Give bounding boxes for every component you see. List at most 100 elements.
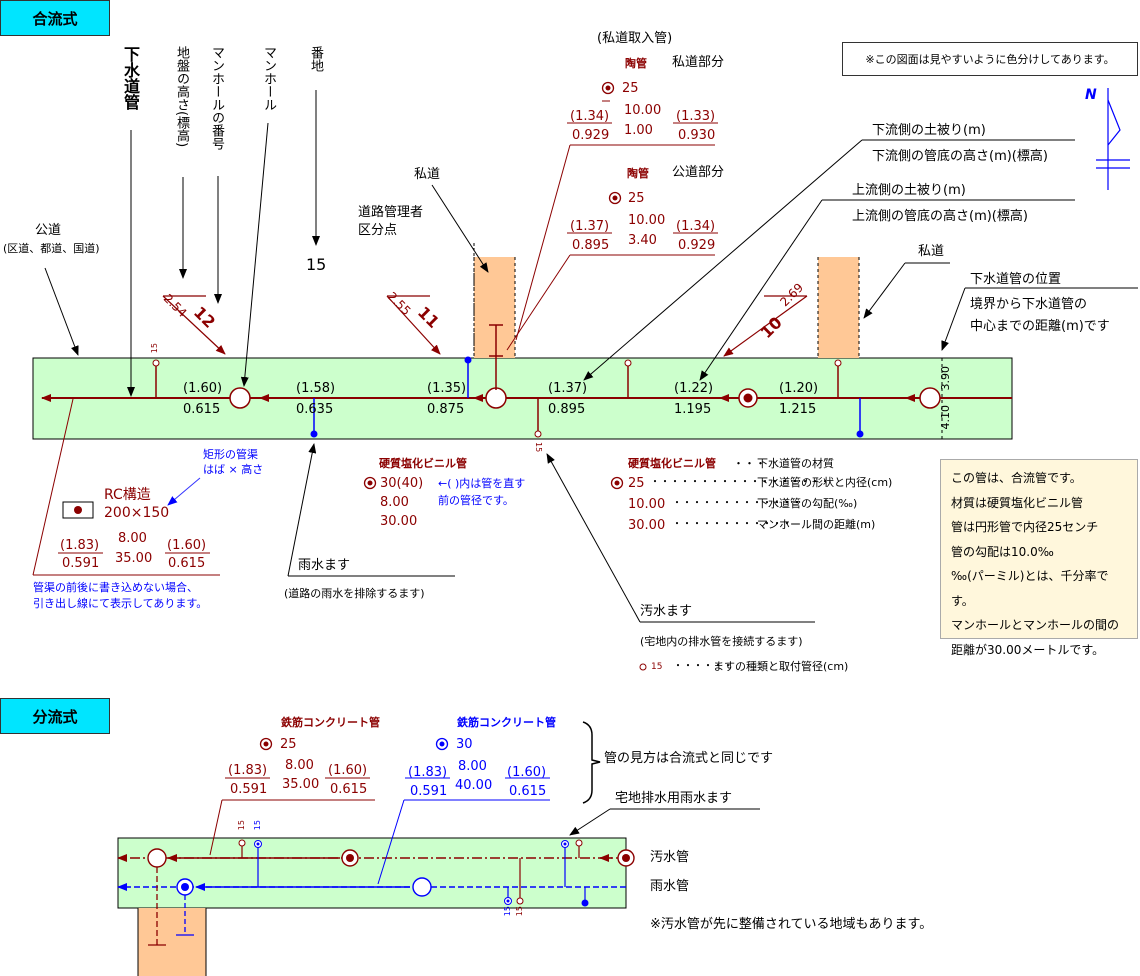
sep-sewage-left-bottom: 0.591 (230, 782, 268, 797)
legend-dots-5: ・・・・・・ (673, 661, 733, 672)
intake-public-left-top: (1.37) (570, 219, 610, 234)
public-road-label: 公道 (35, 223, 62, 238)
private-intake-title: (私道取入管) (597, 31, 673, 46)
culvert-size: 200×150 (104, 505, 170, 521)
sep-storm-material: 鉄筋コンクリート管 (457, 716, 556, 729)
culvert-footnote-1: 管渠の前後に書き込めない場合、 (33, 581, 198, 594)
sewer-position-1: 境界から下水道管の (970, 297, 1088, 312)
main-bottom-3: 0.875 (427, 402, 465, 417)
header-separate: 分流式 (0, 698, 110, 734)
north-label: N (1085, 87, 1097, 103)
explanation-line: 距離が30.00メートルです。 (951, 642, 1105, 657)
intake-public-size: 25 (628, 191, 645, 206)
main-bottom-2: 0.635 (296, 402, 334, 417)
culvert-mid-top: 8.00 (118, 531, 147, 546)
pvc-length: 30.00 (380, 514, 418, 529)
private-road-left-label: 私道 (414, 167, 441, 182)
intake-private-material: 陶管 (625, 57, 647, 70)
explanation-line: ‰(パーミル)とは、千分率です。 (951, 569, 1109, 608)
sewer-position-2: 中心までの距離(m)です (970, 319, 1110, 334)
sewage-inlet-4 (534, 430, 542, 438)
upstream-cover-label: 上流側の土被り(m) (852, 183, 966, 198)
private-road-right (818, 257, 859, 358)
explanation-box: この管は、合流管です。 材質は硬質塩化ビニル管 管は円形管で内径25センチ 管の… (940, 459, 1138, 657)
intake-private-mid-top: 10.00 (624, 103, 662, 118)
explanation-line: 管は円形管で内径25センチ (951, 520, 1099, 534)
culvert-note-2: はば × 高さ (203, 463, 264, 476)
sewage-inlet-desc: (宅地内の排水管を接続するます) (640, 635, 803, 648)
rain-inlet-desc: (道路の雨水を排除するます) (284, 587, 425, 600)
legend-slope: 10.00 (628, 497, 666, 512)
separate-footnote: ※汚水管が先に整備されている地域もあります。 (650, 917, 933, 932)
sep-inlet-size-3: 15 (503, 906, 512, 917)
culvert-right-top: (1.60) (167, 538, 207, 553)
separate-road-strip (117, 837, 627, 909)
intake-public-right-top: (1.34) (676, 219, 716, 234)
sewage-inlet-title: 汚水ます (640, 604, 693, 619)
intake-public-left-bottom: 0.895 (572, 238, 610, 253)
sewage-inlet-1 (152, 359, 160, 367)
legend-dots-2: ・・・・・・・・・・・・・・・・・・ (650, 477, 830, 488)
main-bottom-6: 1.215 (779, 402, 817, 417)
private-road-right-label: 私道 (918, 244, 945, 259)
upstream-bottom-label: 上流側の管底の高さ(m)(標高) (852, 209, 1028, 224)
public-road-sub: (区道、都道、国道) (3, 242, 100, 255)
intake-private-size: 25 (622, 81, 639, 96)
sep-sewage-mid-bottom: 35.00 (282, 777, 320, 792)
offset-bottom: 4.10 (939, 405, 952, 430)
label-manhole-number: マンホールの番号 (209, 46, 224, 150)
rain-inlet-1 (310, 430, 318, 438)
house-rain-inlet: 宅地排水用雨水ます (615, 791, 733, 806)
same-note: 管の見方は合流式と同じです (604, 751, 774, 766)
intake-public-label: 公道部分 (672, 165, 725, 180)
sep-storm-right-top: (1.60) (507, 765, 547, 780)
legend-size: 25 (628, 476, 645, 491)
intake-public-material: 陶管 (627, 167, 649, 180)
legend-length-desc: マンホール間の距離(m) (757, 518, 876, 531)
sep-storm-left-top: (1.83) (408, 765, 448, 780)
main-cover-4: (1.37) (548, 381, 588, 396)
rain-inlet-2 (464, 356, 472, 364)
intake-public-mid-bottom: 3.40 (628, 233, 657, 248)
pvc-size: 30(40) (380, 476, 424, 491)
culvert-footnote-2: 引き出し線にて表示してあります。 (33, 597, 208, 610)
main-cover-1: (1.60) (183, 381, 223, 396)
intake-private-left-bottom: 0.929 (572, 128, 610, 143)
main-cover-2: (1.58) (296, 381, 336, 396)
road-boundary-2: 区分点 (358, 223, 398, 238)
sep-inlet-size-1: 15 (237, 820, 246, 831)
culvert-right-bottom: 0.615 (168, 556, 206, 571)
label-manhole: マンホール (261, 46, 276, 111)
main-bottom-4: 0.895 (548, 402, 586, 417)
culvert-left-bottom: 0.591 (62, 556, 100, 571)
road-boundary-1: 道路管理者 (358, 205, 424, 220)
legend-material: 硬質塩化ビニル管 (628, 457, 716, 470)
pvc-note-1: ←( )内は管を直す (438, 477, 526, 490)
sewer-position-title: 下水道管の位置 (970, 272, 1062, 287)
storm-pipe-label: 雨水管 (650, 879, 690, 894)
rain-inlet-3 (856, 430, 864, 438)
manhole-start (919, 387, 941, 409)
note-box: ※この図面は見やすいように色分けしてあります。 (842, 42, 1138, 76)
legend-dots-3: ・・・・・・・・・・・・・ (672, 498, 802, 509)
intake-private-label: 私道部分 (672, 55, 725, 70)
sep-sewage-material: 鉄筋コンクリート管 (281, 716, 380, 729)
sep-sewage-right-top: (1.60) (328, 763, 368, 778)
sep-storm-size: 30 (456, 737, 473, 752)
separate-private-road (138, 908, 206, 976)
legend-length: 30.00 (628, 518, 666, 533)
private-road-left (474, 257, 515, 358)
inlet-size-1: 15 (150, 343, 159, 354)
sep-storm-mid-top: 8.00 (458, 759, 487, 774)
inlet-size-2: 15 (534, 442, 543, 453)
label-lot-number: 番地 (308, 46, 323, 72)
main-bottom-1: 0.615 (183, 402, 221, 417)
intake-public-right-bottom: 0.929 (678, 238, 716, 253)
sep-storm-right-bottom: 0.615 (509, 784, 547, 799)
sep-sewage-left-top: (1.83) (228, 763, 268, 778)
main-cover-5: (1.22) (674, 381, 714, 396)
culvert-note-1: 矩形の管渠 (203, 448, 258, 461)
pvc-title: 硬質塩化ビニル管 (379, 457, 467, 470)
header-combined: 合流式 (0, 0, 110, 36)
